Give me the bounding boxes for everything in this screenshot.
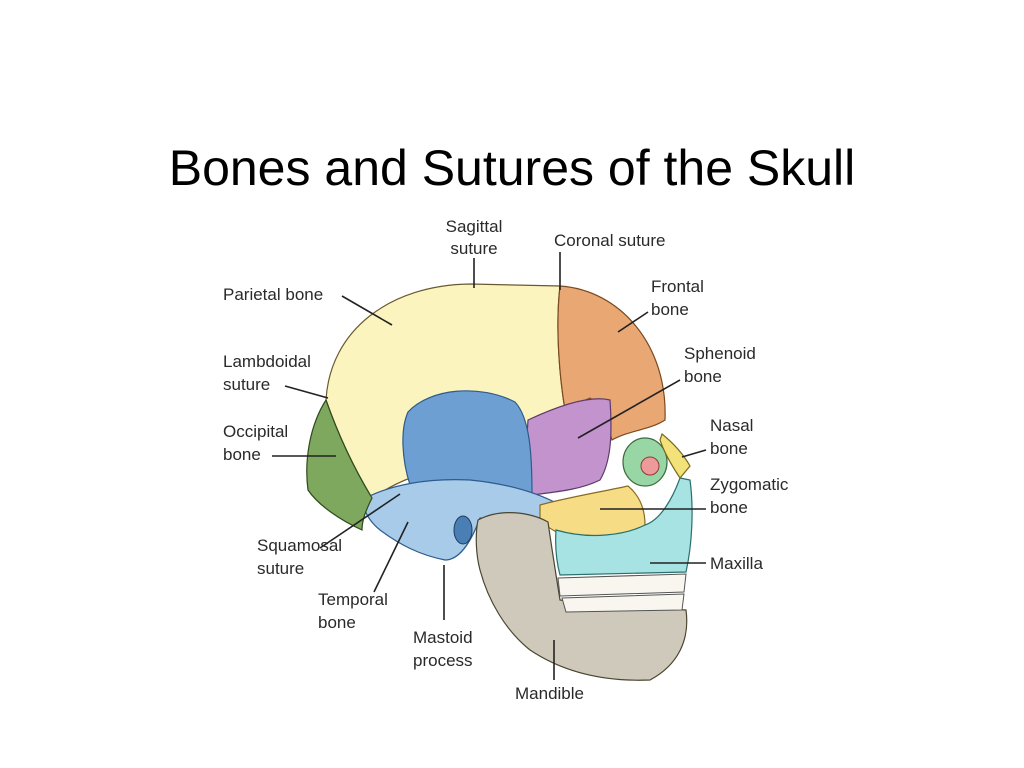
leader-squamosal (319, 493, 401, 549)
slide-title: Bones and Sutures of the Skull (168, 140, 856, 196)
leader-temporal (373, 521, 409, 593)
label-zygomatic-line1: Zygomatic (710, 475, 789, 494)
label-lambdoidal-line2: suture (223, 375, 270, 394)
mandible-region (475, 512, 688, 681)
label-temporal-line1: Temporal (318, 590, 388, 609)
teeth (557, 573, 687, 613)
label-sagittal-line2: suture (450, 239, 497, 258)
label-frontal-line1: Frontal (651, 277, 704, 296)
label-zygomatic-line2: bone (710, 498, 748, 517)
label-temporal-line2: bone (318, 613, 356, 632)
maxilla-region (555, 477, 693, 576)
label-occipital-line1: Occipital (223, 422, 288, 441)
skull-illustration (306, 283, 693, 681)
label-sphenoid-line2: bone (684, 367, 722, 386)
label-parietal: Parietal bone (223, 285, 323, 304)
lower-teeth-row (561, 593, 685, 613)
leader-frontal (617, 311, 649, 333)
label-sphenoid-line1: Sphenoid (684, 344, 756, 363)
label-mastoid-line2: process (413, 651, 473, 670)
leader-lambdoidal (284, 385, 329, 399)
occipital-bone-region (306, 398, 373, 531)
label-nasal-line2: bone (710, 439, 748, 458)
label-squamosal-line2: suture (257, 559, 304, 578)
label-mastoid-line1: Mastoid (413, 628, 473, 647)
label-occipital-line2: bone (223, 445, 261, 464)
label-sagittal-line1: Sagittal (446, 217, 503, 236)
label-squamosal-line1: Squamosal (257, 536, 342, 555)
label-mandible: Mandible (515, 684, 584, 703)
leader-lines (272, 252, 707, 680)
label-frontal-line2: bone (651, 300, 689, 319)
label-maxilla: Maxilla (710, 554, 763, 573)
labels: Sagittal suture Coronal suture Parietal … (223, 217, 789, 703)
upper-teeth-row (557, 573, 687, 597)
label-coronal: Coronal suture (554, 231, 666, 250)
leader-parietal (341, 295, 393, 326)
nasal-bone-region (659, 432, 691, 480)
orbit-lacrimal (640, 456, 660, 476)
leader-nasal (681, 449, 707, 458)
ear-canal (453, 515, 473, 545)
label-lambdoidal-line1: Lambdoidal (223, 352, 311, 371)
leader-sphenoid (577, 379, 681, 439)
label-nasal-line1: Nasal (710, 416, 753, 435)
